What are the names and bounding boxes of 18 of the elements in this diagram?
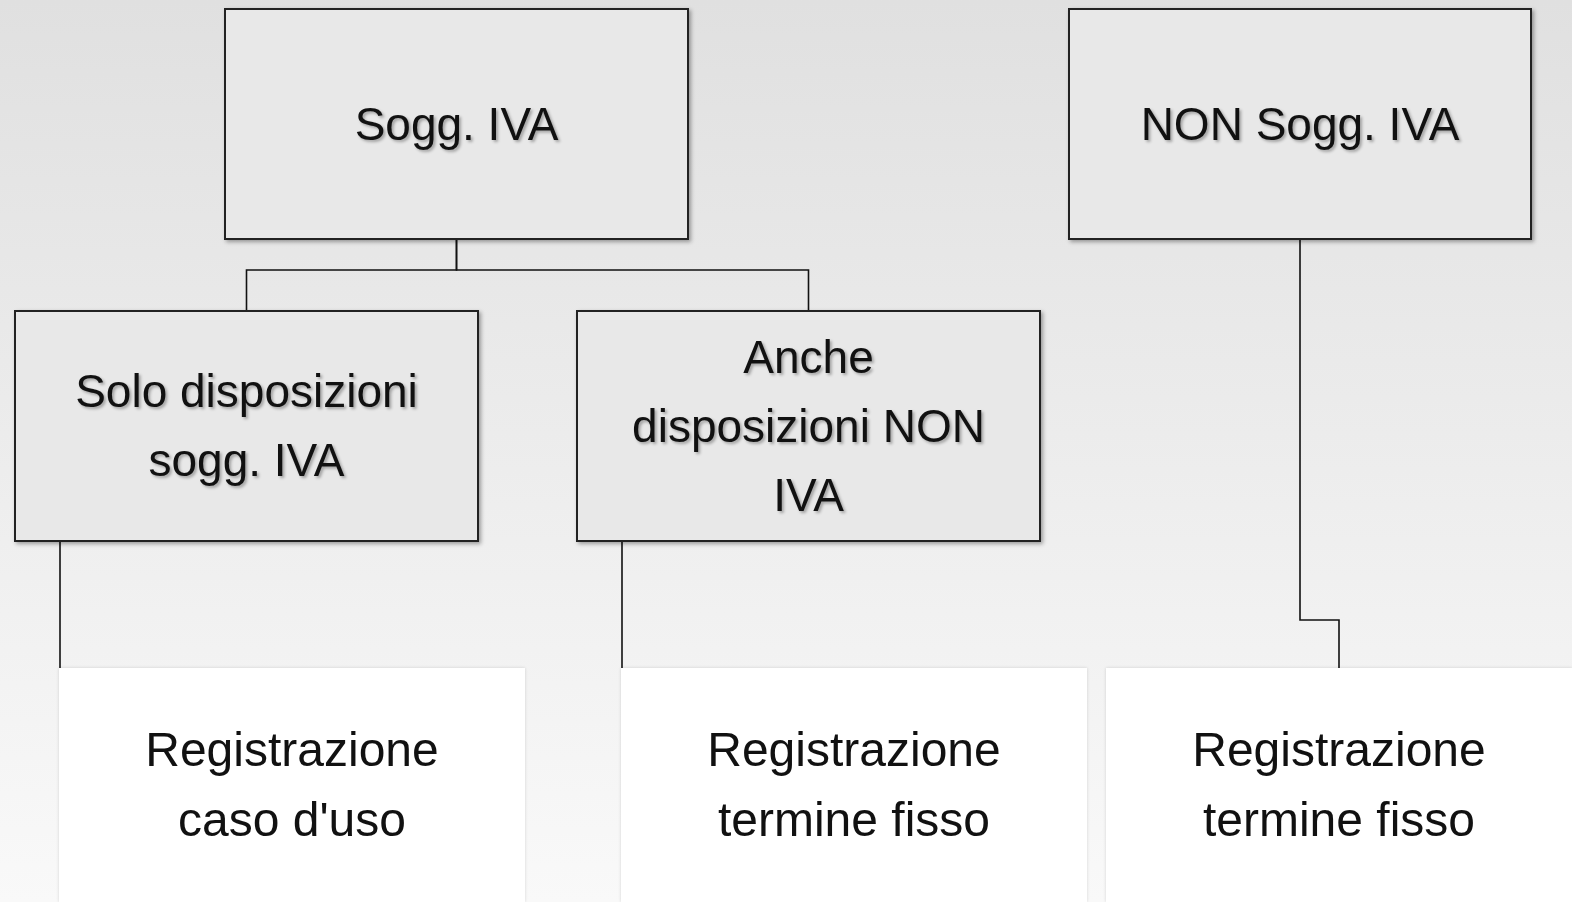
node-label: NON Sogg. IVA bbox=[1139, 96, 1461, 152]
node-label: Solo disposizioni sogg. IVA bbox=[74, 364, 419, 488]
connector-line bbox=[59, 541, 61, 669]
connector-line bbox=[1299, 239, 1340, 669]
result-card bbox=[621, 668, 1087, 902]
node-label: Registrazione termine fisso bbox=[1191, 722, 1487, 848]
result-card bbox=[1106, 668, 1572, 902]
node-label: Sogg. IVA bbox=[353, 96, 560, 152]
node-label: Registrazione caso d'uso bbox=[144, 722, 440, 848]
category-box bbox=[14, 310, 479, 542]
result-card bbox=[59, 668, 525, 902]
connector-line bbox=[455, 239, 810, 311]
node-label: Anche disposizioni NON IVA bbox=[631, 329, 986, 523]
category-box bbox=[224, 8, 689, 240]
category-box bbox=[576, 310, 1041, 542]
category-box bbox=[1068, 8, 1532, 240]
node-label: Registrazione termine fisso bbox=[706, 722, 1002, 848]
connector-line bbox=[621, 541, 623, 669]
